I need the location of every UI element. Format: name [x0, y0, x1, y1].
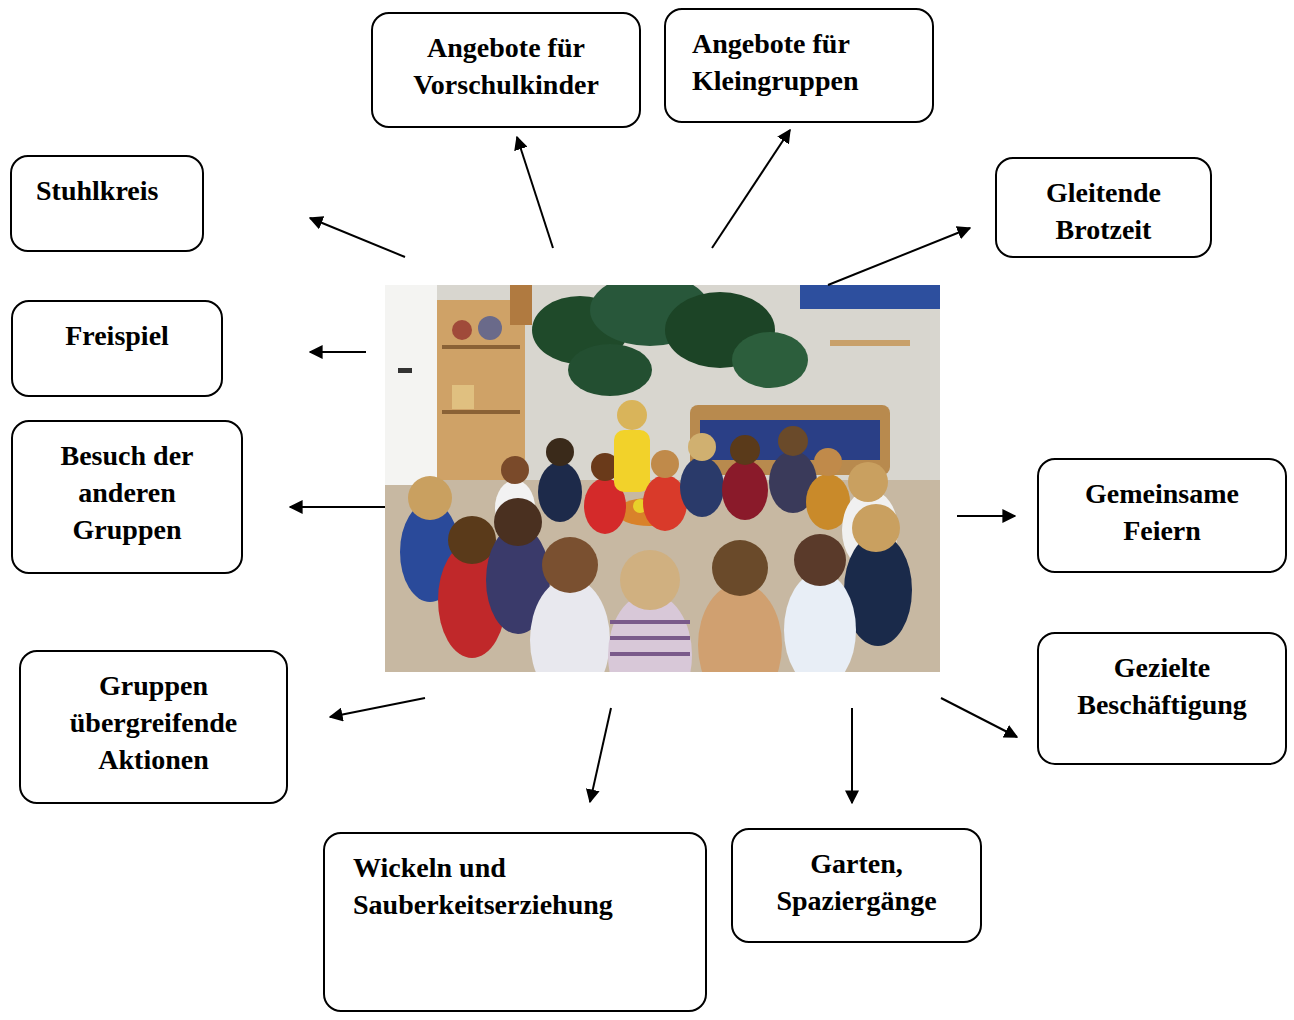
activity-box: Gruppen übergreifende Aktionen	[19, 650, 288, 804]
child	[778, 426, 808, 456]
activity-label: Gezielte Beschäftigung	[1051, 650, 1273, 724]
pointer-arrow	[330, 698, 425, 717]
activity-label: Garten, Spaziergänge	[745, 846, 968, 920]
activity-box: Besuch der anderen Gruppen	[11, 420, 243, 574]
shirt-stripe	[610, 636, 690, 640]
child	[448, 516, 496, 564]
child	[688, 433, 716, 461]
wall-panel	[800, 285, 940, 309]
activity-box: Gemeinsame Feiern	[1037, 458, 1287, 573]
activity-label: Angebote für Kleingruppen	[692, 26, 906, 100]
pointer-arrow	[590, 708, 611, 802]
shelf-board	[442, 345, 520, 349]
pointer-arrow	[851, 708, 853, 803]
child	[501, 456, 529, 484]
activity-box: Stuhlkreis	[10, 155, 204, 252]
activity-box: Wickeln und Sauberkeitserziehung	[323, 832, 707, 1012]
pointer-arrow	[828, 228, 970, 285]
child	[651, 450, 679, 478]
child	[722, 460, 768, 520]
door-handle	[398, 368, 412, 373]
pointer-arrow	[941, 698, 1017, 737]
child	[852, 504, 900, 552]
activity-box: Angebote für Kleingruppen	[664, 8, 934, 123]
child	[680, 457, 724, 517]
child	[784, 572, 856, 672]
child	[730, 435, 760, 465]
activity-label: Gleitende Brotzeit	[1009, 175, 1198, 249]
pointer-arrow	[957, 515, 1015, 517]
child	[546, 438, 574, 466]
child	[408, 476, 452, 520]
shirt-stripe	[610, 620, 690, 624]
pointer-arrow	[290, 506, 385, 508]
toy	[478, 316, 502, 340]
child	[542, 537, 598, 593]
activity-label: Freispiel	[25, 318, 209, 355]
activity-box: Gezielte Beschäftigung	[1037, 632, 1287, 765]
toy-shelf	[437, 300, 525, 480]
activity-label: Gemeinsame Feiern	[1051, 476, 1273, 550]
pointer-arrow	[517, 137, 553, 248]
activity-box: Garten, Spaziergänge	[731, 828, 982, 943]
activity-label: Besuch der anderen Gruppen	[25, 438, 229, 549]
child	[620, 550, 680, 610]
child	[848, 462, 888, 502]
pointer-arrow	[310, 218, 405, 257]
activity-label: Angebote für Vorschulkinder	[387, 30, 625, 104]
child	[814, 448, 842, 476]
child	[794, 534, 846, 586]
activity-box: Freispiel	[11, 300, 223, 397]
plant-leaf	[732, 332, 808, 388]
activity-label: Wickeln und Sauberkeitserziehung	[353, 850, 677, 924]
child	[617, 400, 647, 430]
pointer-arrows	[290, 130, 1017, 803]
child	[494, 498, 542, 546]
plant-leaf	[568, 344, 652, 396]
child	[538, 462, 582, 522]
bench-cushion	[700, 420, 880, 460]
activity-box: Angebote für Vorschulkinder	[371, 12, 641, 128]
door	[385, 285, 437, 485]
activity-label: Stuhlkreis	[36, 173, 178, 210]
pointer-arrow	[310, 351, 366, 353]
kindergarten-photo	[385, 285, 940, 672]
shirt-stripe	[610, 652, 690, 656]
toy	[452, 385, 474, 409]
activity-box: Gleitende Brotzeit	[995, 157, 1212, 258]
child	[614, 430, 650, 492]
toy	[452, 320, 472, 340]
shelf-board	[442, 410, 520, 414]
child	[698, 583, 782, 672]
wall-shelf	[830, 340, 910, 346]
wooden-ladder	[510, 285, 532, 325]
pointer-arrow	[712, 130, 790, 248]
child	[712, 540, 768, 596]
activity-label: Gruppen übergreifende Aktionen	[33, 668, 274, 779]
